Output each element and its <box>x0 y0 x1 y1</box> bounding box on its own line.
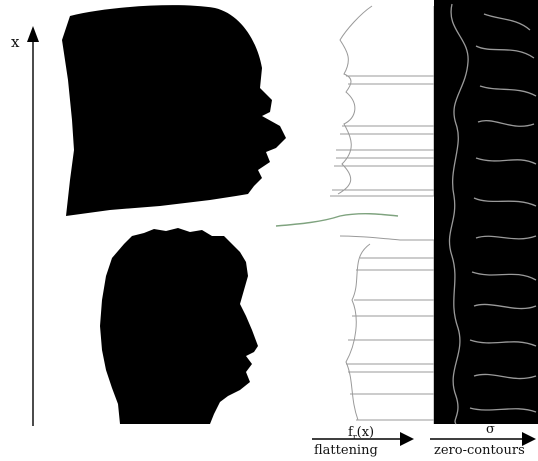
green-flattening-line <box>275 213 399 227</box>
zero-contours-panel <box>434 0 538 424</box>
zero-contour-curves <box>448 3 537 425</box>
flattening-function-label: fr(x) <box>348 425 374 442</box>
f-suffix: (x) <box>356 425 375 440</box>
bottom-head-silhouette <box>100 228 258 424</box>
sigma-label: σ <box>486 422 495 437</box>
zero-contours-label: zero-contours <box>434 443 525 458</box>
x-axis <box>27 26 39 426</box>
flattening-contours <box>330 5 435 424</box>
top-head-silhouette <box>62 5 286 216</box>
flattening-arrow <box>312 432 414 446</box>
f-subscript: r <box>352 432 357 442</box>
f-symbol: f <box>348 425 353 440</box>
zero-contours-arrow <box>430 432 536 446</box>
flattening-label: flattening <box>314 443 378 458</box>
x-axis-label: x <box>11 33 20 51</box>
